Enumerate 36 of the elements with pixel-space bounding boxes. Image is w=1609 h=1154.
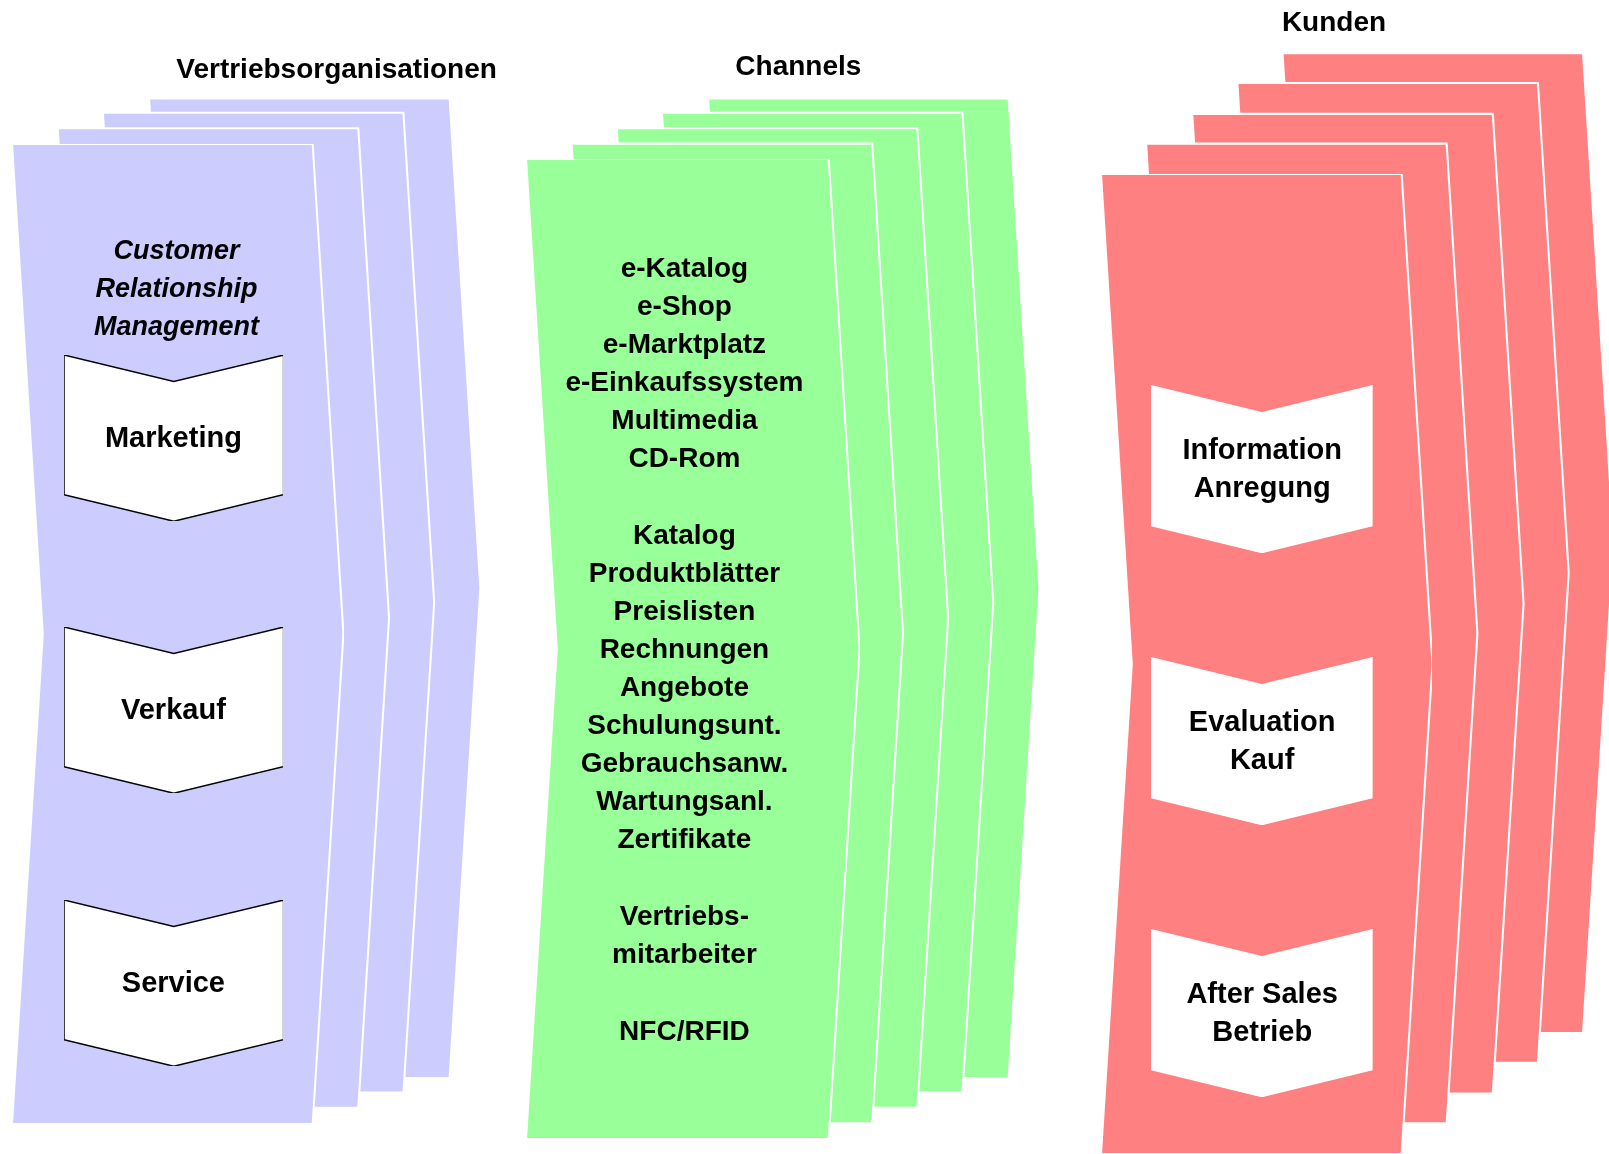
step-label: Service — [121, 965, 225, 1001]
channel-item: CD-Rom — [628, 441, 741, 476]
channel-item: Katalog — [633, 518, 736, 553]
chevron-step — [63, 899, 284, 1067]
channel-item: Multimedia — [611, 403, 758, 438]
channel-item: Vertriebs- mitarbeiter — [611, 899, 758, 972]
channel-item: e-Marktplatz — [602, 327, 767, 362]
column-heading: Kunden — [1280, 5, 1388, 40]
channel-item: Wartungsanl. — [596, 784, 773, 819]
panel-title: Customer Relationship Management — [92, 233, 261, 343]
channel-item: Rechnungen — [599, 632, 770, 667]
column-heading: Vertriebsorganisationen — [175, 52, 498, 87]
channel-item: Preislisten — [613, 594, 756, 629]
chevron-step — [1151, 656, 1373, 825]
chevron-step — [1151, 384, 1373, 554]
channel-item: e-Shop — [637, 289, 732, 324]
step-label: Evaluation Kauf — [1187, 703, 1337, 777]
step-label: Marketing — [104, 420, 242, 456]
channel-item: Gebrauchsanw. — [580, 746, 789, 781]
column-heading: Channels — [734, 49, 863, 84]
channel-item: e-Einkaufssystem — [565, 365, 804, 400]
chevron-step — [63, 626, 284, 794]
channel-item: NFC/RFID — [619, 1014, 750, 1049]
channel-item: Schulungsunt. — [587, 708, 782, 743]
chevron-panel — [1101, 174, 1433, 1154]
chevron-panel — [12, 143, 344, 1124]
channel-item: Zertifikate — [617, 822, 752, 857]
chevron-step — [1151, 928, 1373, 1097]
chevron-panel — [526, 159, 860, 1139]
step-label: Information Anregung — [1181, 431, 1343, 505]
step-label: Verkauf — [121, 692, 226, 728]
channel-item: e-Katalog — [620, 251, 749, 286]
channel-item: Produktblätter — [588, 556, 781, 591]
chevron-step — [63, 355, 284, 522]
channel-item: Angebote — [619, 670, 749, 705]
step-label: After Sales Betrieb — [1185, 975, 1339, 1049]
